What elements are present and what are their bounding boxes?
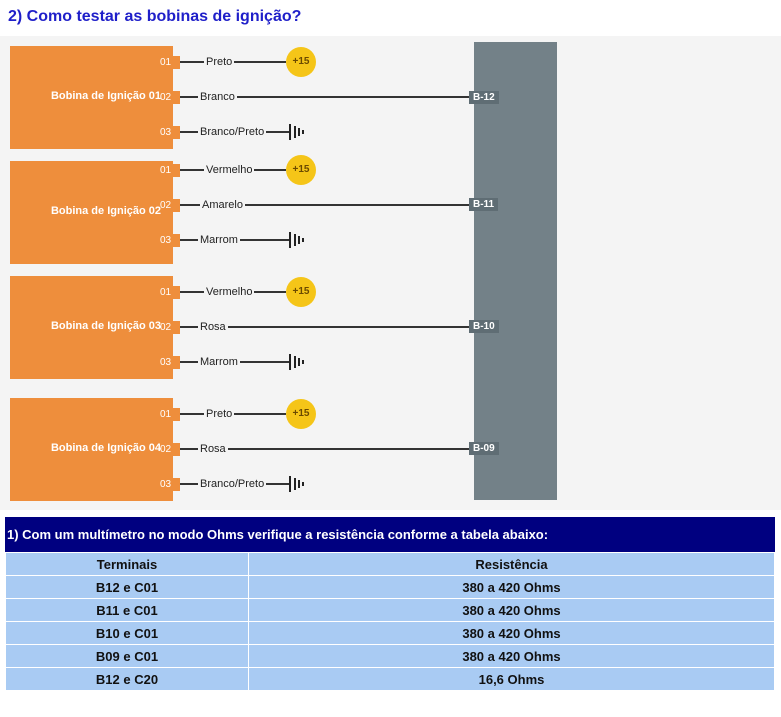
- wire-label: Branco/Preto: [198, 478, 267, 491]
- wire-label: Preto: [204, 56, 235, 69]
- pin-label: 02: [159, 322, 172, 333]
- wire-label: Rosa: [198, 443, 228, 456]
- page-title: 2) Como testar as bobinas de ignição?: [8, 8, 302, 25]
- terminal-label: B-09: [469, 442, 499, 455]
- coil-box: Bobina de Ignição 02 01 02 03: [10, 161, 173, 264]
- table-instruction: 1) Com um multímetro no modo Ohms verifi…: [5, 517, 775, 552]
- ground-icon: [289, 354, 304, 370]
- table-row: B12 e C01 380 a 420 Ohms: [5, 575, 775, 599]
- wire-label: Vermelho: [204, 286, 255, 299]
- cell-resistencia: 380 a 420 Ohms: [248, 621, 775, 645]
- cell-terminais: B11 e C01: [5, 598, 249, 622]
- cell-terminais: B10 e C01: [5, 621, 249, 645]
- wire-label: Rosa: [198, 321, 228, 334]
- pin-label: 02: [159, 444, 172, 455]
- wire-label: Branco/Preto: [198, 126, 267, 139]
- pin-label: 03: [159, 127, 172, 138]
- cell-resistencia: 16,6 Ohms: [248, 667, 775, 691]
- terminal-label: B-11: [469, 198, 499, 211]
- coil-name: Bobina de Ignição 01: [50, 90, 161, 102]
- pin-label: 01: [159, 409, 172, 420]
- cell-terminais: B12 e C01: [5, 575, 249, 599]
- wire-label: Branco: [198, 91, 237, 104]
- supply-badge: +15: [286, 155, 316, 185]
- pin-label: 03: [159, 235, 172, 246]
- ground-icon: [289, 124, 304, 140]
- coil-box: Bobina de Ignição 01 01 02 03: [10, 46, 173, 149]
- pin-label: 03: [159, 357, 172, 368]
- supply-badge: +15: [286, 47, 316, 77]
- wire-label: Marrom: [198, 234, 240, 247]
- ground-icon: [289, 476, 304, 492]
- header-terminais: Terminais: [5, 552, 249, 576]
- terminal-label: B-10: [469, 320, 499, 333]
- table-row: B12 e C20 16,6 Ohms: [5, 667, 775, 691]
- coil-name: Bobina de Ignição 02: [50, 205, 161, 217]
- ecu-connector-bar: [474, 42, 557, 500]
- coil-box: Bobina de Ignição 03 01 02 03: [10, 276, 173, 379]
- supply-badge: +15: [286, 277, 316, 307]
- terminal-label: B-12: [469, 91, 499, 104]
- cell-terminais: B12 e C20: [5, 667, 249, 691]
- wiring-diagram: Bobina de Ignição 01 01 02 03 Preto +15 …: [0, 36, 781, 510]
- wire-label: Preto: [204, 408, 235, 421]
- pin-label: 01: [159, 165, 172, 176]
- cell-resistencia: 380 a 420 Ohms: [248, 575, 775, 599]
- coil-name: Bobina de Ignição 04: [50, 442, 161, 454]
- table-row: B09 e C01 380 a 420 Ohms: [5, 644, 775, 668]
- ground-icon: [289, 232, 304, 248]
- table-header-row: Terminais Resistência: [5, 552, 775, 576]
- table-row: B10 e C01 380 a 420 Ohms: [5, 621, 775, 645]
- cell-resistencia: 380 a 420 Ohms: [248, 644, 775, 668]
- cell-terminais: B09 e C01: [5, 644, 249, 668]
- coil-box: Bobina de Ignição 04 01 02 03: [10, 398, 173, 501]
- table-row: B11 e C01 380 a 420 Ohms: [5, 598, 775, 622]
- pin-label: 02: [159, 92, 172, 103]
- pin-label: 02: [159, 200, 172, 211]
- pin-label: 03: [159, 479, 172, 490]
- supply-badge: +15: [286, 399, 316, 429]
- header-resistencia: Resistência: [248, 552, 775, 576]
- pin-label: 01: [159, 287, 172, 298]
- wire-label: Amarelo: [200, 199, 245, 212]
- wire-label: Marrom: [198, 356, 240, 369]
- cell-resistencia: 380 a 420 Ohms: [248, 598, 775, 622]
- pin-label: 01: [159, 57, 172, 68]
- coil-name: Bobina de Ignição 03: [50, 320, 161, 332]
- resistance-table: 1) Com um multímetro no modo Ohms verifi…: [5, 517, 775, 691]
- wire-label: Vermelho: [204, 164, 255, 177]
